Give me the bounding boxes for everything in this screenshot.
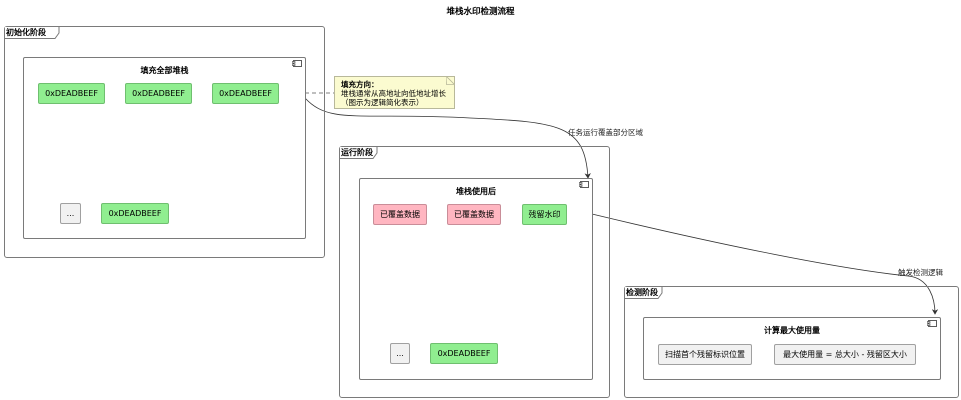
phase-tab: 初始化阶段: [5, 27, 60, 39]
scan-step: 扫描首个残留标识位置: [658, 344, 752, 365]
stack-cell-ellipsis: ...: [390, 343, 410, 364]
stack-cell: 0xDEADBEEF: [38, 83, 105, 104]
phase-label: 检测阶段: [626, 288, 658, 297]
component-title: 填充全部堆栈: [140, 66, 189, 75]
stack-cell: 0xDEADBEEF: [101, 203, 169, 224]
component-fill-stack: 填充全部堆栈 0xDEADBEEF 0xDEADBEEF 0xDEADBEEF …: [23, 57, 306, 239]
stack-cell: 0xDEADBEEF: [125, 83, 192, 104]
component-compute-max-usage: 计算最大使用量 扫描首个残留标识位置 最大使用量 = 总大小 - 残留区大小: [643, 317, 941, 380]
edge-label: 触发检测逻辑: [898, 268, 943, 277]
overwritten-cell: 已覆盖数据: [373, 204, 427, 225]
stack-cell-ellipsis: ...: [60, 203, 81, 224]
note-fold-icon: [446, 76, 455, 85]
diagram-title: 堆栈水印检测流程: [446, 7, 515, 17]
note-line: 堆栈通常从高地址向低地址增长: [341, 89, 446, 98]
watermark-cell: 残留水印: [522, 204, 567, 225]
edge-run-to-detect: [591, 213, 939, 315]
stack-cell: 0xDEADBEEF: [212, 83, 279, 104]
component-icon: [927, 320, 937, 327]
stack-cell: 0xDEADBEEF: [430, 343, 498, 364]
phase-tab: 检测阶段: [625, 287, 668, 299]
component-title: 堆栈使用后: [456, 187, 496, 196]
phase-init: 初始化阶段 填充全部堆栈 0xDEADBEEF 0xDEADBEEF 0xDEA…: [4, 26, 325, 258]
phase-tab: 运行阶段: [340, 147, 383, 159]
phase-label: 初始化阶段: [6, 28, 46, 37]
component-title: 计算最大使用量: [764, 326, 820, 335]
note-line: （图示为逻辑简化表示）: [341, 98, 424, 107]
phase-label: 运行阶段: [341, 148, 373, 157]
component-stack-after-use: 堆栈使用后 已覆盖数据 已覆盖数据 残留水印 ... 0xDEADBEEF: [359, 178, 593, 380]
component-icon: [292, 60, 302, 67]
phase-run: 运行阶段 堆栈使用后 已覆盖数据 已覆盖数据 残留水印 ... 0xDEADBE…: [339, 146, 610, 398]
fill-direction-note: 填充方向： 堆栈通常从高地址向低地址增长 （图示为逻辑简化表示）: [334, 76, 455, 109]
component-icon: [579, 181, 589, 188]
formula-step: 最大使用量 = 总大小 - 残留区大小: [774, 344, 916, 365]
phase-detect: 检测阶段 计算最大使用量 扫描首个残留标识位置 最大使用量 = 总大小 - 残留…: [624, 286, 959, 398]
note-heading: 填充方向：: [341, 80, 379, 89]
edge-init-to-run: [304, 97, 591, 179]
edge-label: 任务运行覆盖部分区域: [568, 128, 643, 137]
overwritten-cell: 已覆盖数据: [447, 204, 501, 225]
